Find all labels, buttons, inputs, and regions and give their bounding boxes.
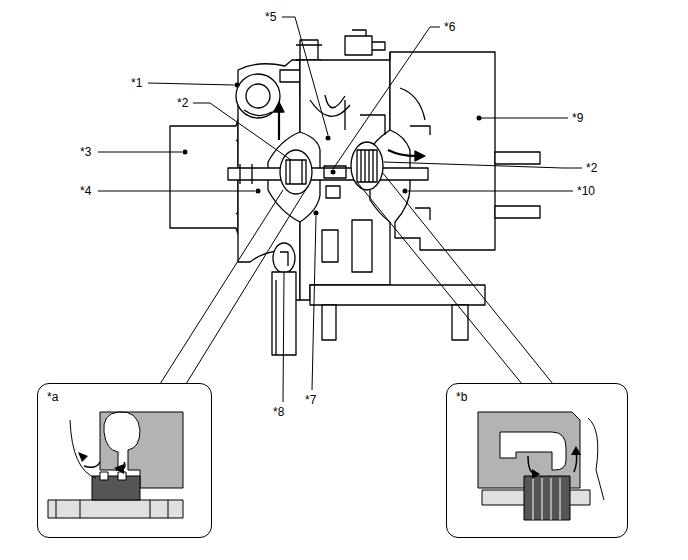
zoom-line [160,172,553,384]
callout-number: *8 [272,405,285,419]
detail-circle-b [351,142,383,190]
inset-b-drawing [449,386,625,535]
mounting-flange [310,285,485,305]
callout-number: *9 [571,111,584,125]
callout-number: *6 [443,20,456,34]
bolt [345,30,385,55]
callout-number: *1 [130,76,143,90]
inset-box: *a [37,383,212,538]
inset-label: *b [456,390,467,404]
callout-number: *5 [264,10,277,24]
callout-number: *2 [176,96,189,110]
inset-box: *b [446,383,628,538]
callout-number: *2 [585,161,598,175]
compressor-volute [236,74,280,118]
flow-arrow [278,110,280,140]
flow-arrow [388,150,416,156]
callout-number: *4 [79,184,92,198]
turbine-housing [390,52,495,250]
leader-line [98,17,582,402]
callout-number: *3 [79,145,92,159]
leader-dot [183,83,482,216]
inset-label: *a [47,390,58,404]
callout-number: *10 [576,184,596,198]
callout-number: *7 [304,393,317,407]
inset-a-drawing [40,386,209,535]
stud [495,152,540,218]
